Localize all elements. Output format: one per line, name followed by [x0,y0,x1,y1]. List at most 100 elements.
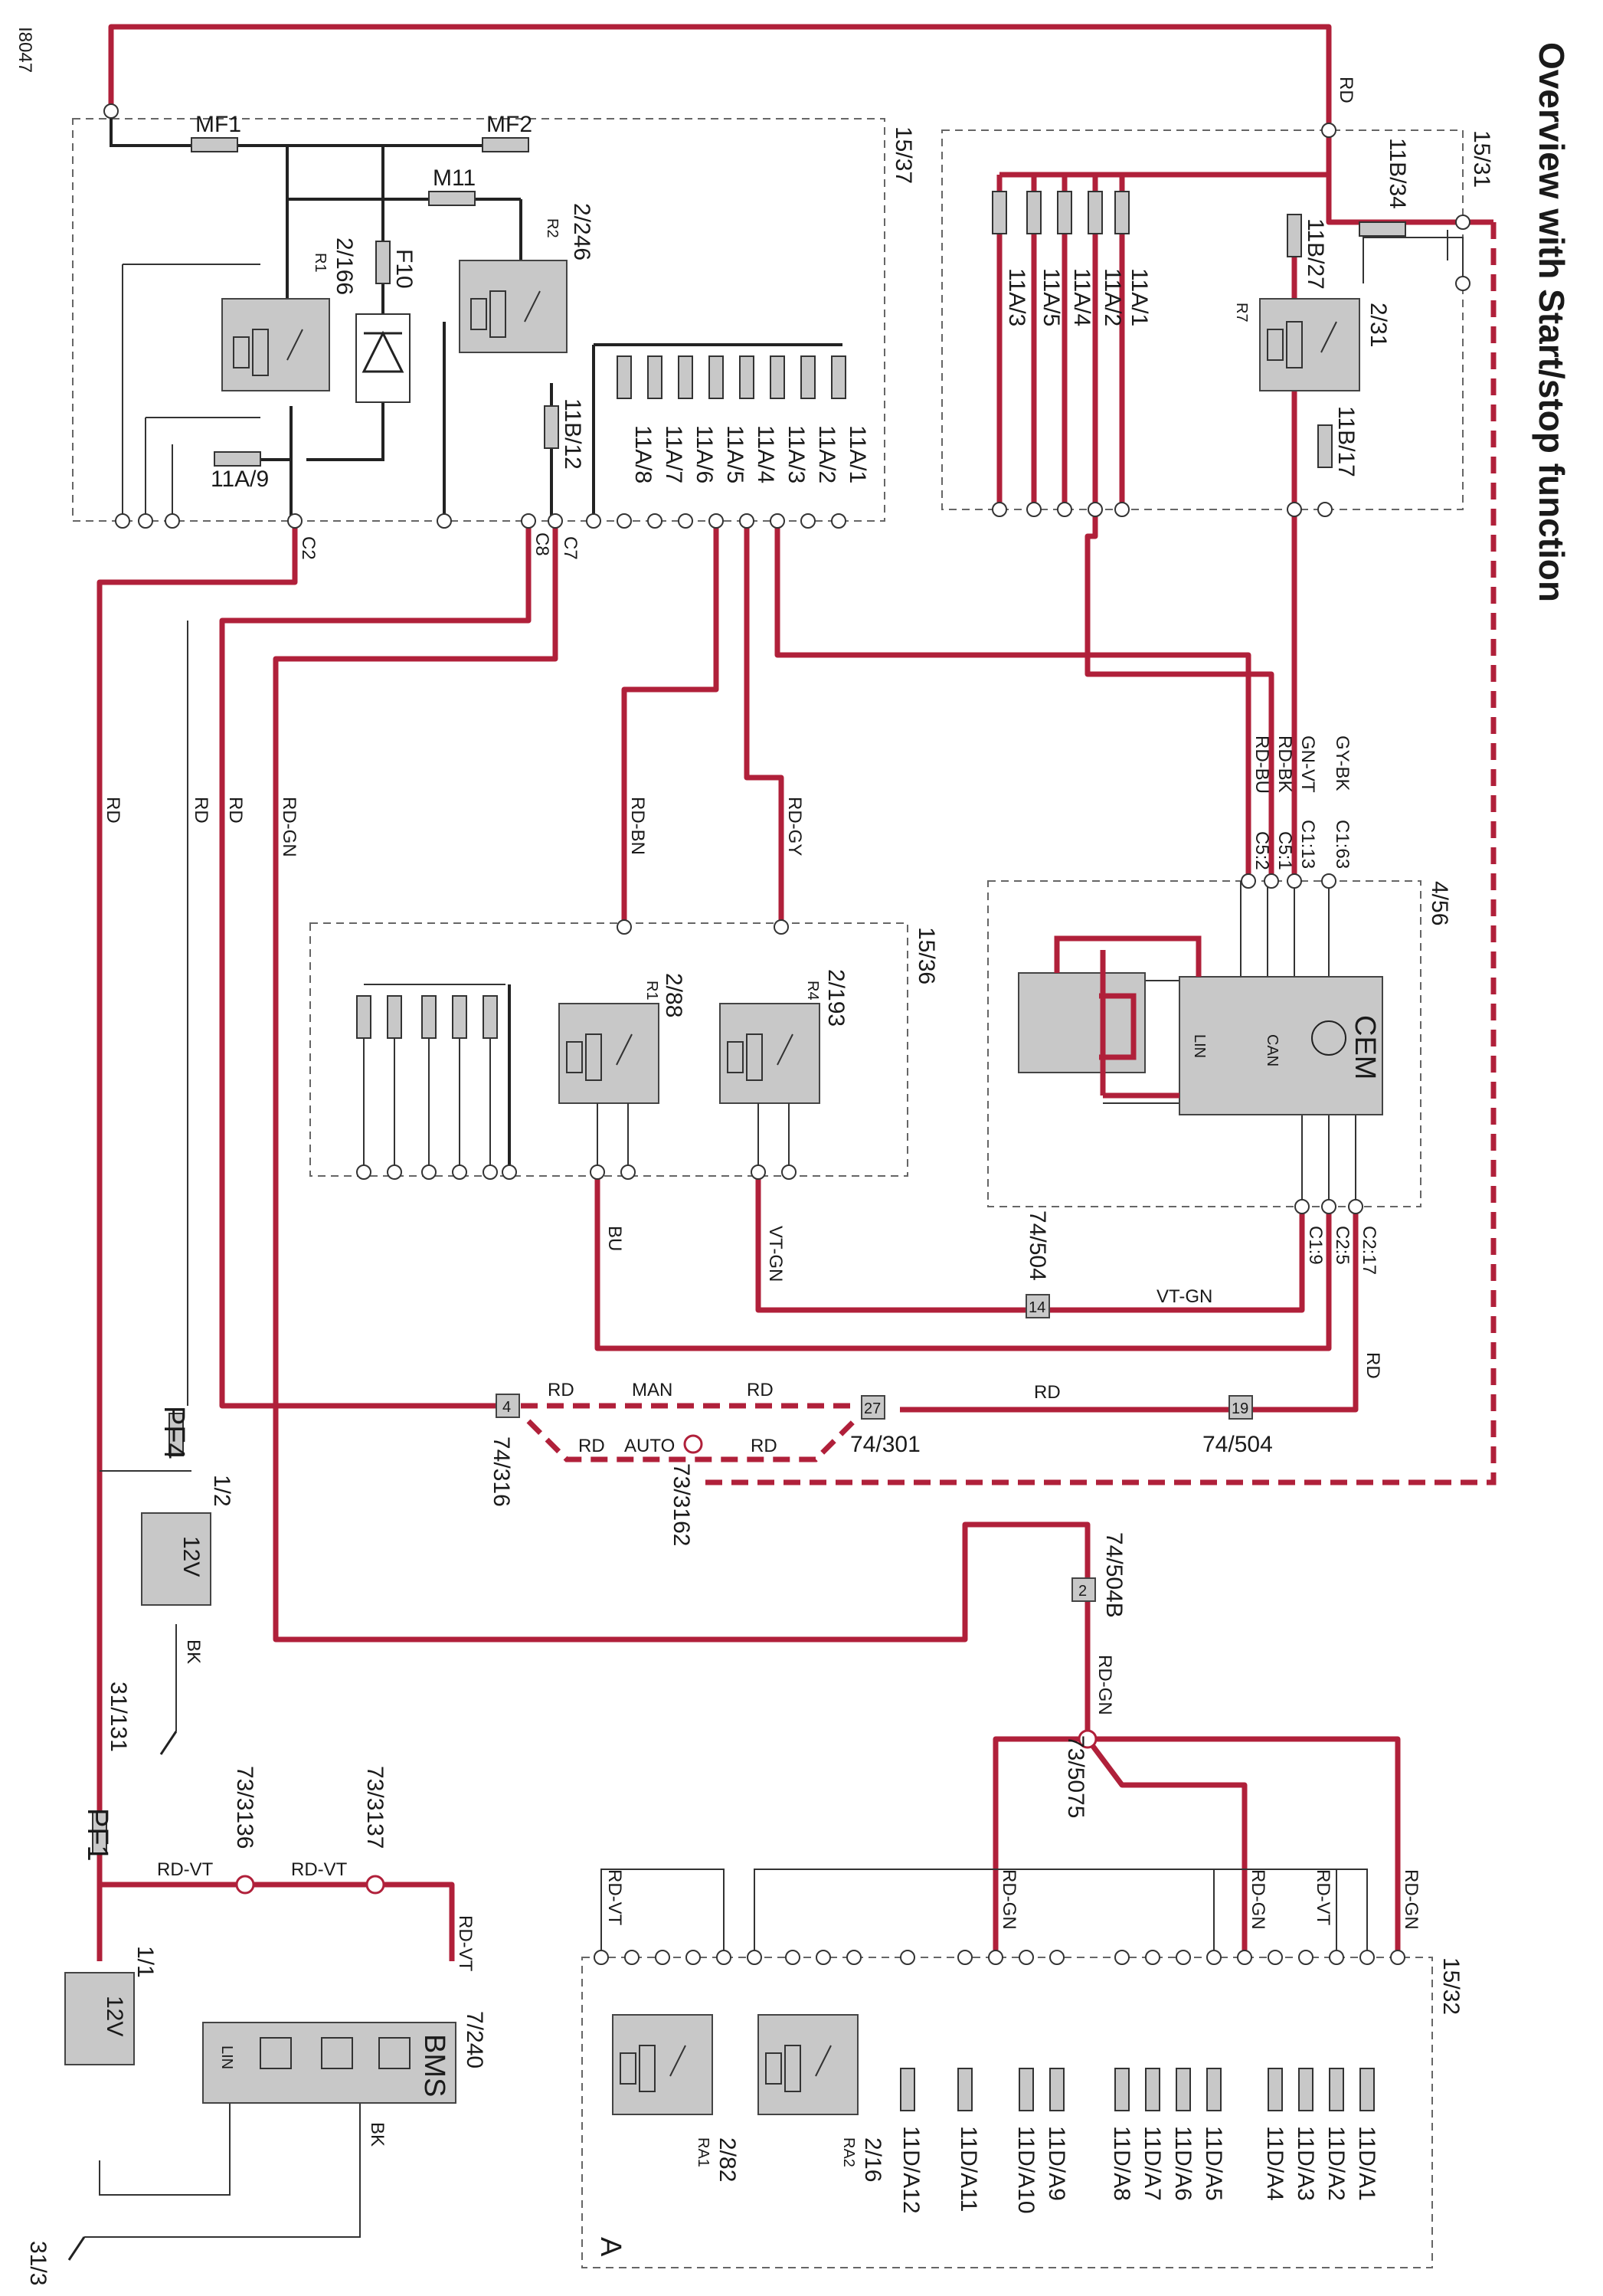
bms-module [202,2022,456,2104]
node-74-301: 74/301 [850,1432,921,1457]
fuse-pf1 [92,1811,107,1855]
box-15-31 [941,129,1464,510]
battery-1-2 [141,1512,211,1606]
switch-man: MAN [632,1380,672,1400]
node-pf4: PF4 [158,1406,190,1459]
wire-vt-gn-1: VT-GN [765,1226,786,1282]
conn-c2: C2 [298,536,319,560]
fuse-pf4 [168,1413,184,1456]
bms-lin: LIN [218,2045,235,2069]
wire-rd-vt-5: RD-VT [455,1915,476,1972]
fuses-pf [92,1413,184,1855]
wire-rd-top: RD [1336,77,1356,103]
wire-bu: BU [604,1226,625,1251]
bank-tl-6: 11A/2 [814,425,839,483]
bank-tr-0: 11A/3 [1004,268,1029,326]
bank-tl-1: 11A/7 [661,425,686,483]
conn-c2-17: C2:17 [1359,1226,1379,1275]
node-bat-1-1: 1/1 [132,1946,158,1978]
wire-rd-bu: RD-BU [1251,735,1272,794]
label-f10: F10 [391,249,417,289]
fuse-mf2 [482,137,529,152]
label-m11: M11 [433,165,476,191]
fuse-bank-bottom [900,2068,1375,2111]
bank-tl-3: 11A/5 [722,425,748,483]
wire-rd-vt-2: RD-VT [1313,1869,1333,1926]
splices [235,1434,1098,1895]
batteries [64,1512,211,2065]
switch-auto: AUTO [624,1436,675,1456]
fuse-11a9 [214,451,261,467]
relay-internals [233,290,1337,2092]
wire-rd-1: RD [103,797,123,824]
bank-tl-0: 11A/8 [630,425,656,483]
bank-tr-4: 11A/1 [1127,268,1152,326]
conn-c8: C8 [532,532,552,556]
wire-rd-vt-3: RD-VT [157,1859,214,1880]
bank-b-4: 11D/A8 [1109,2126,1134,2201]
label-mf1: MF1 [195,112,241,137]
relay-label-2-166: 2/166 [332,237,357,295]
wire-rd-gy: RD-GY [784,797,805,856]
cem-name: CEM [1349,1015,1381,1079]
bms-id: 7/240 [462,2011,487,2068]
pin-27: 27 [864,1400,881,1417]
conn-c1-13: C1:13 [1297,820,1318,869]
box-label-15-31: 15/31 [1469,130,1494,188]
box-label-4-56: 4/56 [1427,881,1452,925]
node-bat-1-2: 1/2 [209,1475,234,1507]
red-wires [97,24,1493,1961]
node-73-3162: 73/3162 [669,1463,694,1546]
labels: Overview with Start/stop function I8047 … [15,27,1572,2285]
conn-c1-63: C1:63 [1332,820,1353,869]
conn-c7: C7 [560,536,581,560]
bms-name: BMS [418,2034,450,2097]
wire-rd-2: RD [191,797,211,824]
bat-2-volt: 12V [102,1996,127,2036]
relay-label-2-82: 2/82 [715,2137,740,2182]
relay-label-2-246: 2/246 [569,203,594,260]
node-pf1: PF1 [81,1808,113,1862]
node-74-316: 74/316 [489,1436,514,1507]
wire-rd-auto-r: RD [751,1436,777,1456]
wire-rd-19: RD [1034,1382,1061,1403]
mid-box-wires [363,984,790,1172]
relay-ra1 [612,2014,713,2115]
relay-r1-mid [558,1003,659,1104]
box-label-15-37: 15/37 [891,126,916,184]
relay-r4-mid [719,1003,820,1104]
battery-1-1 [64,1972,135,2065]
bank-b-9: 11D/A3 [1293,2126,1318,2201]
node-74-504: 74/504 [1202,1432,1273,1457]
relay-tag-ra2: RA2 [840,2137,857,2167]
wire-rd-c2-17: RD [1363,1352,1383,1379]
wire-rd-vt-4: RD-VT [291,1859,348,1880]
wire-vt-gn-2: VT-GN [1156,1286,1212,1307]
fuse-11b12 [544,405,559,449]
relay-ra2 [757,2014,859,2115]
box-label-15-32: 15/32 [1438,1957,1464,2015]
conn-c5-1: C5:1 [1274,831,1295,870]
diode [355,313,411,403]
bank-tl-7: 11A/1 [845,425,870,483]
node-31-131: 31/131 [106,1682,131,1752]
wire-gn-vt: GN-VT [1297,735,1318,793]
fuse-11b34 [1359,221,1406,237]
bank-b-10: 11D/A2 [1323,2126,1349,2201]
wire-bk-2: BK [367,2122,388,2147]
wire-gy-bk: GY-BK [1332,735,1353,791]
bank-tl-2: 11A/6 [692,425,717,483]
bat-1-volt: 12V [178,1536,204,1577]
relay-tag-r1-top: R1 [312,253,329,273]
relay-label-2-193: 2/193 [823,969,849,1027]
wire-rd-gn-2: RD-GN [1094,1655,1115,1715]
conn-c2-5: C2:5 [1332,1226,1353,1265]
node-73-3136: 73/3136 [232,1766,257,1849]
pin-2: 2 [1078,1583,1087,1600]
bank-b-7: 11D/A5 [1201,2126,1226,2201]
fuse-f10 [375,241,391,284]
node-74-504b: 74/504B [1101,1532,1127,1618]
relay-label-2-31: 2/31 [1366,303,1391,347]
fuse-m11 [428,191,476,206]
